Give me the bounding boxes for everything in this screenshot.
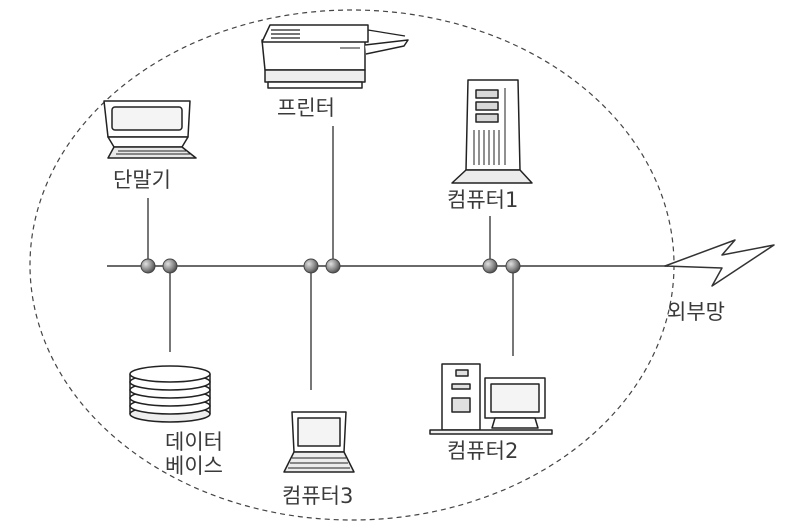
bus-nodes [140,258,521,274]
node-terminal [140,258,156,274]
node-computer1 [482,258,498,274]
computer3-label: 컴퓨터3 [282,484,354,508]
node-database [162,258,178,274]
node-printer [325,258,341,274]
terminal-label: 단말기 [113,168,171,192]
server-tower-icon [451,79,533,184]
node-computer2 [505,258,521,274]
database-label: 데이터 베이스 [165,430,223,478]
printer-label: 프린터 [277,96,335,120]
desktop-computer-icon [429,363,553,435]
node-computer3 [303,258,319,274]
printer-icon [261,24,409,89]
computer2-label: 컴퓨터2 [447,439,519,463]
laptop-icon [283,411,355,473]
computer1-label: 컴퓨터1 [447,188,519,212]
database-stack-icon [129,365,211,423]
database-label-line2: 베이스 [165,454,223,479]
lightning-link-icon [664,239,775,287]
database-label-line1: 데이터 [165,430,223,454]
terminal-icon [103,100,197,159]
external-network-label: 외부망 [667,300,725,324]
